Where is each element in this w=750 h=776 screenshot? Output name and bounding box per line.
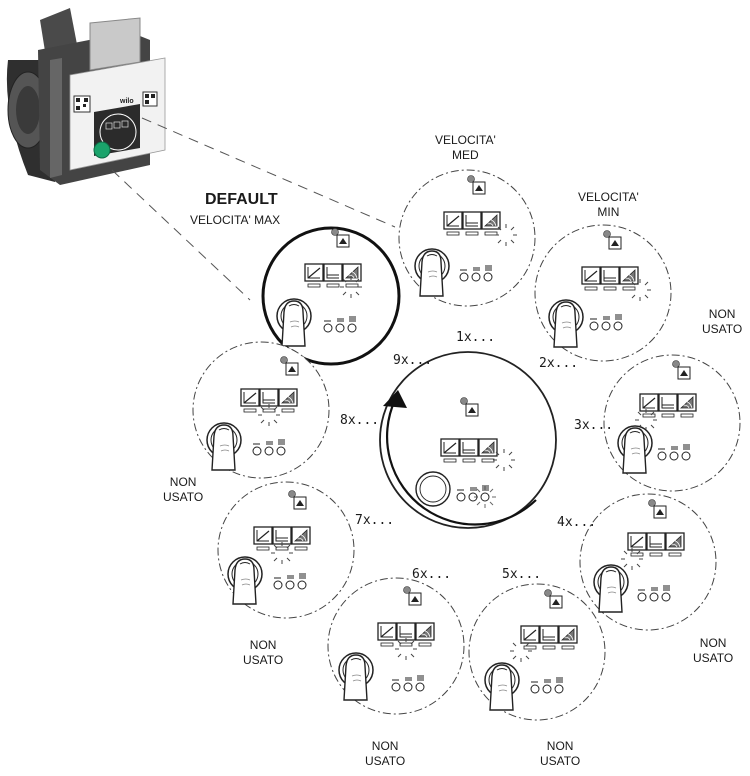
step-default xyxy=(263,228,399,364)
status-indicator-icon xyxy=(461,398,479,417)
step-2-label: VELOCITA'MIN xyxy=(578,190,639,220)
step-6 xyxy=(328,578,464,714)
step-3 xyxy=(604,355,740,491)
default-subtitle: VELOCITA' MAX xyxy=(190,213,280,227)
step-1 xyxy=(399,170,535,306)
step-4-presses: 4x... xyxy=(557,515,596,530)
step-2-presses: 2x... xyxy=(539,356,578,371)
step-6-presses: 6x... xyxy=(412,567,451,582)
pump-button-icon xyxy=(94,142,110,158)
mode-icons xyxy=(441,439,497,462)
current-status-panel xyxy=(380,352,556,528)
step-8 xyxy=(193,342,329,478)
step-7 xyxy=(218,482,354,618)
default-title: DEFAULT xyxy=(205,191,278,209)
step-4 xyxy=(580,494,716,630)
speed-led-icon xyxy=(457,486,489,501)
step-8-presses: 8x... xyxy=(340,413,379,428)
step-7-presses: 7x... xyxy=(355,513,394,528)
step-5 xyxy=(469,584,605,720)
step-1-label: VELOCITA'MED xyxy=(435,133,496,163)
step-default-presses: 9x... xyxy=(393,353,432,368)
push-button-icon xyxy=(416,472,450,506)
step-2 xyxy=(535,225,671,361)
active-mode-glow-icon xyxy=(493,449,515,471)
step-5-presses: 5x... xyxy=(502,567,541,582)
pump-brand: wilo xyxy=(119,98,134,105)
step-3-presses: 3x... xyxy=(574,418,613,433)
pump-image: wilo xyxy=(7,8,165,185)
step-1-presses: 1x... xyxy=(456,330,495,345)
rotation-arrow xyxy=(383,390,536,525)
